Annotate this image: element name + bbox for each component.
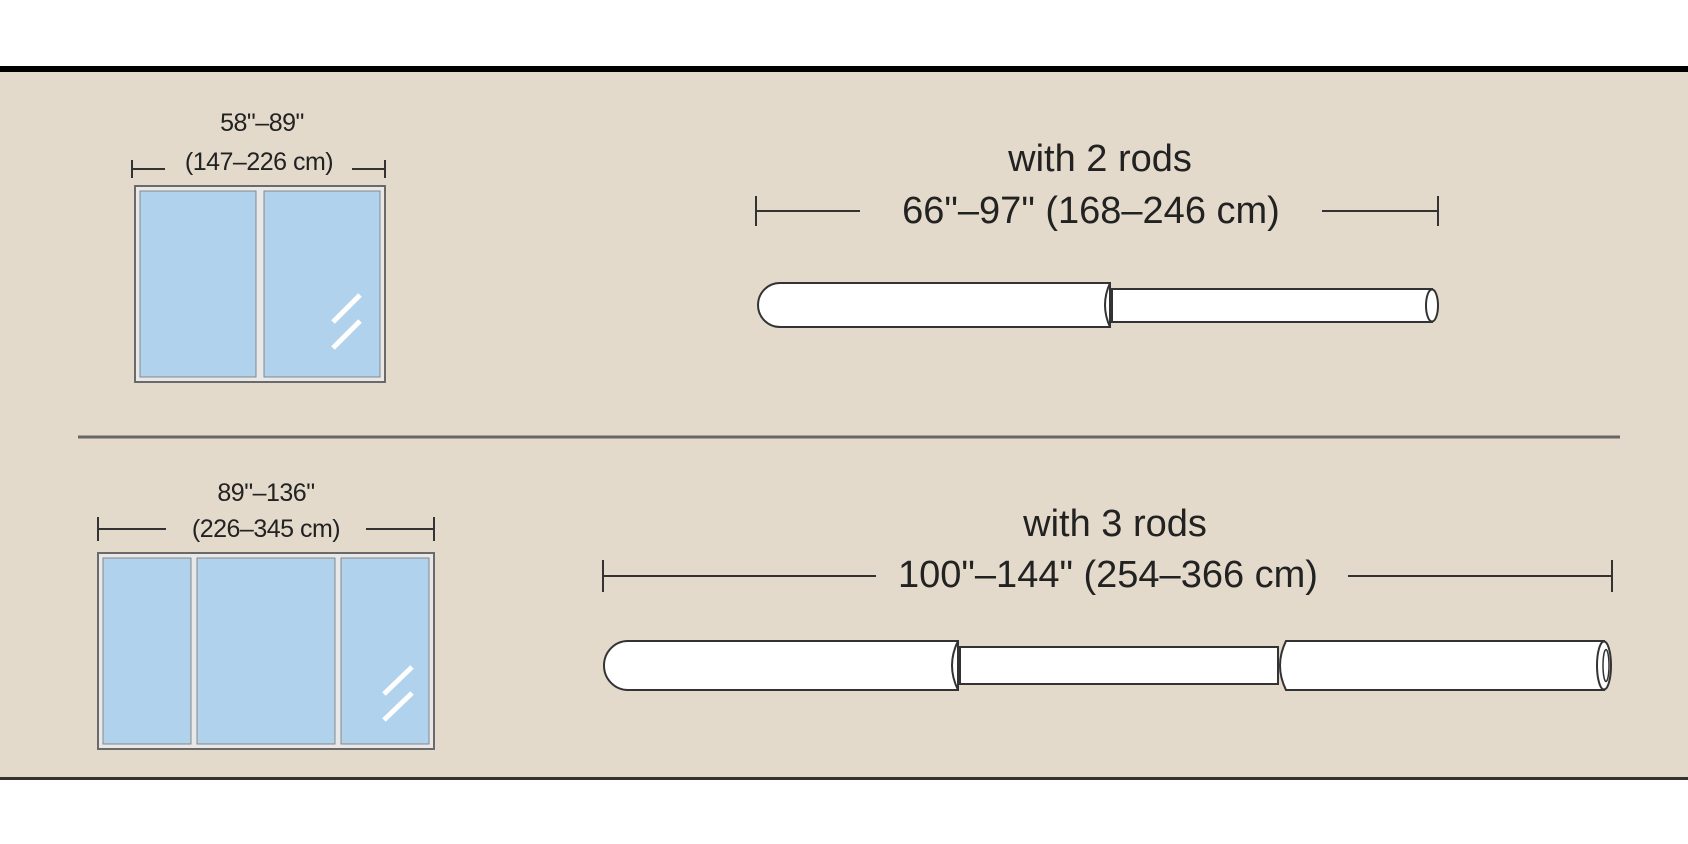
rod-set-1-label: with 2 rods	[1008, 138, 1192, 180]
glare-mark	[331, 293, 362, 324]
window-3-panel	[97, 517, 435, 750]
rod-end-cap	[1425, 288, 1439, 323]
window-pane	[139, 190, 257, 378]
window-2-panel	[131, 160, 386, 383]
rod-range-2	[755, 196, 1439, 226]
rod-set-2-range: 100"–144" (254–366 cm)	[898, 554, 1318, 596]
rod-segment	[1279, 640, 1605, 691]
window-2-width-inches: 89"–136"	[217, 479, 315, 507]
glare-mark	[382, 665, 414, 696]
window-1-width-cm: (147–226 cm)	[184, 148, 334, 176]
window-pane	[263, 190, 381, 378]
window-1-width-inches: 58"–89"	[220, 109, 304, 137]
rod-set-2-label: with 3 rods	[1023, 503, 1207, 545]
rod-set-1-range: 66"–97" (168–246 cm)	[902, 190, 1280, 232]
window-2-width-cm: (226–345 cm)	[191, 515, 341, 543]
rod-range-3	[602, 560, 1613, 592]
window-pane	[102, 557, 192, 745]
glare-mark	[331, 319, 362, 350]
glare-mark	[382, 691, 414, 722]
rod-segment	[1111, 288, 1433, 323]
window-pane	[340, 557, 430, 745]
rod-joint	[1104, 282, 1111, 328]
window-pane	[196, 557, 336, 745]
rod-end-cap-inner	[1602, 648, 1610, 683]
rod-set-2	[757, 282, 1439, 328]
rod-set-3	[603, 640, 1612, 691]
rod-segment	[959, 646, 1279, 685]
rod-joint	[951, 640, 959, 691]
rod-segment	[603, 640, 959, 691]
rod-segment	[757, 282, 1111, 328]
